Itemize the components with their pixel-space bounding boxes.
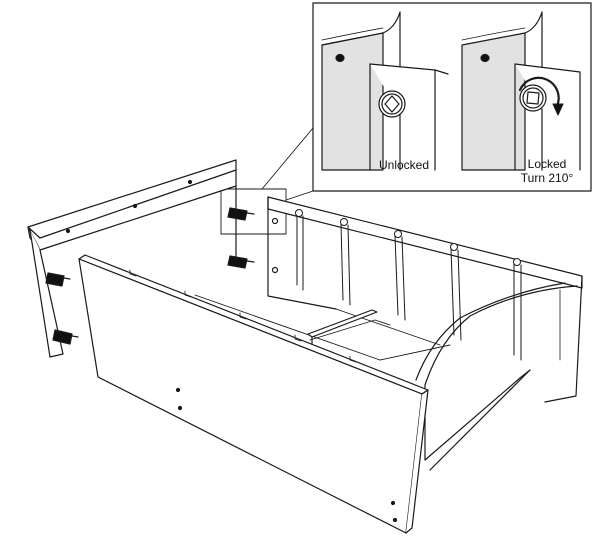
locked-turn-label: Turn 210° [521, 171, 574, 185]
front-panel [78, 254, 429, 534]
unlocked-label: Unlocked [379, 158, 429, 172]
bottom-panel [194, 294, 451, 361]
rotation-arrow-icon [518, 76, 564, 116]
unlocked-panel [321, 11, 449, 171]
inset-detail-box [312, 2, 592, 192]
cam-lock-unlocked-icon [378, 90, 406, 118]
cam-lock-locked-icon [519, 84, 547, 112]
callout-line [285, 190, 314, 201]
slot-posts [295, 209, 522, 361]
cam-dowel-icon [227, 207, 279, 274]
callout-line [261, 127, 314, 190]
cam-dowel-icon [45, 272, 79, 345]
divider-board [307, 309, 378, 349]
locked-label: Locked [528, 157, 567, 171]
back-panel [27, 159, 237, 358]
drawer-handle-cutout [415, 282, 578, 471]
